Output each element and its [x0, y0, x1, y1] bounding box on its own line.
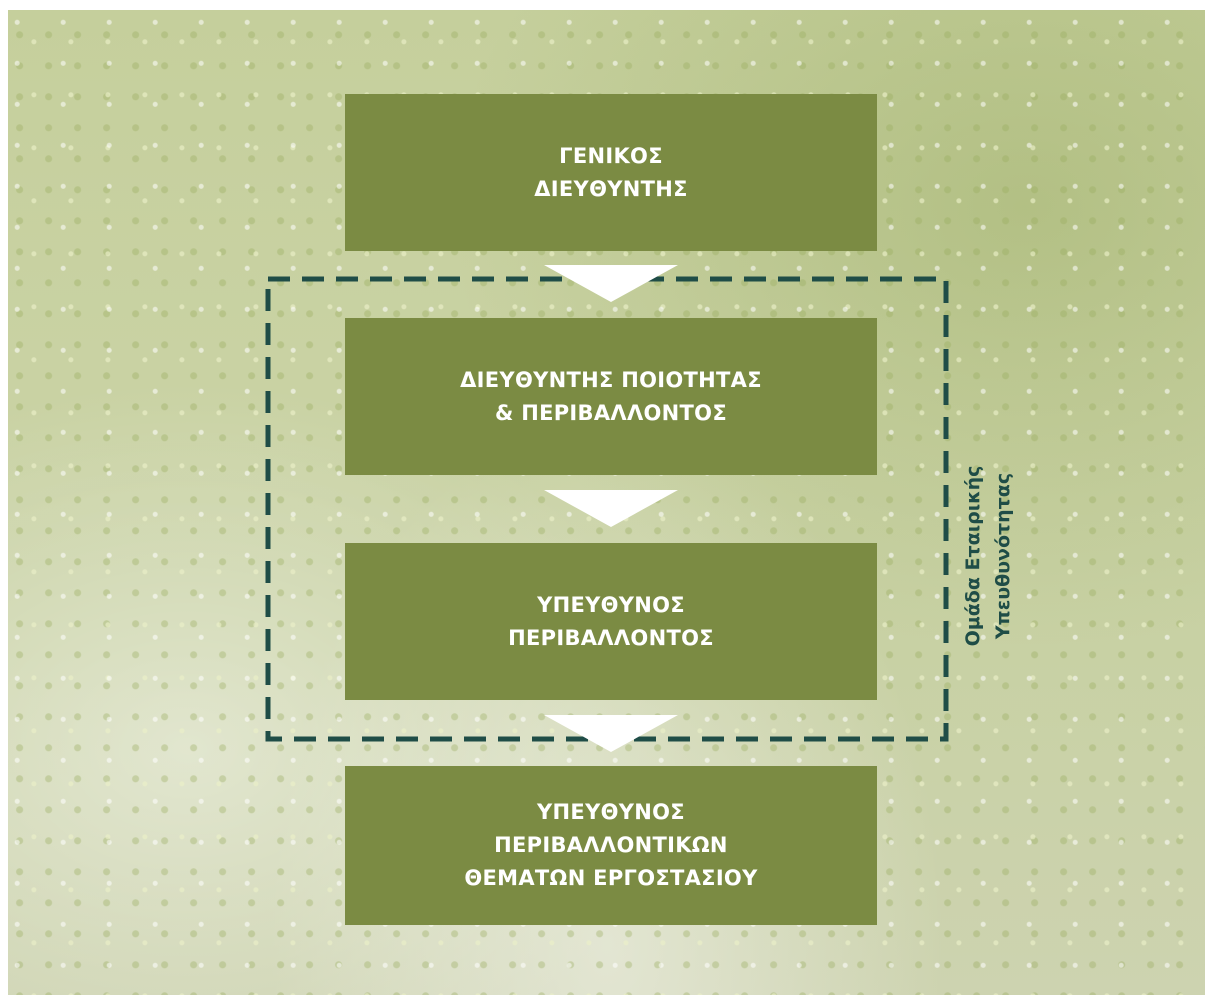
down-arrow-1	[544, 265, 678, 302]
quality-environment-director-box: ΔΙΕΥΘΥΝΤΗΣ ΠΟΙΟΤΗΤΑΣ & ΠΕΡΙΒΑΛΛΟΝΤΟΣ	[345, 318, 877, 475]
general-director-box: ΓΕΝΙΚΟΣ ΔΙΕΥΘΥΝΤΗΣ	[345, 94, 877, 251]
down-arrow-3	[544, 715, 678, 752]
factory-environmental-manager-box: ΥΠΕΥΘΥΝΟΣ ΠΕΡΙΒΑΛΛΟΝΤΙΚΩΝ ΘΕΜΑΤΩΝ ΕΡΓΟΣΤ…	[345, 766, 877, 925]
group-label-line-1: Ομάδα Εταιρικής	[962, 465, 984, 647]
group-label: Ομάδα Εταιρικής Υπευθυνότητας	[928, 466, 1048, 647]
group-label-line-2: Υπευθυνότητας	[992, 472, 1014, 640]
environment-manager-box: ΥΠΕΥΘΥΝΟΣ ΠΕΡΙΒΑΛΛΟΝΤΟΣ	[345, 543, 877, 700]
down-arrow-2	[544, 490, 678, 527]
